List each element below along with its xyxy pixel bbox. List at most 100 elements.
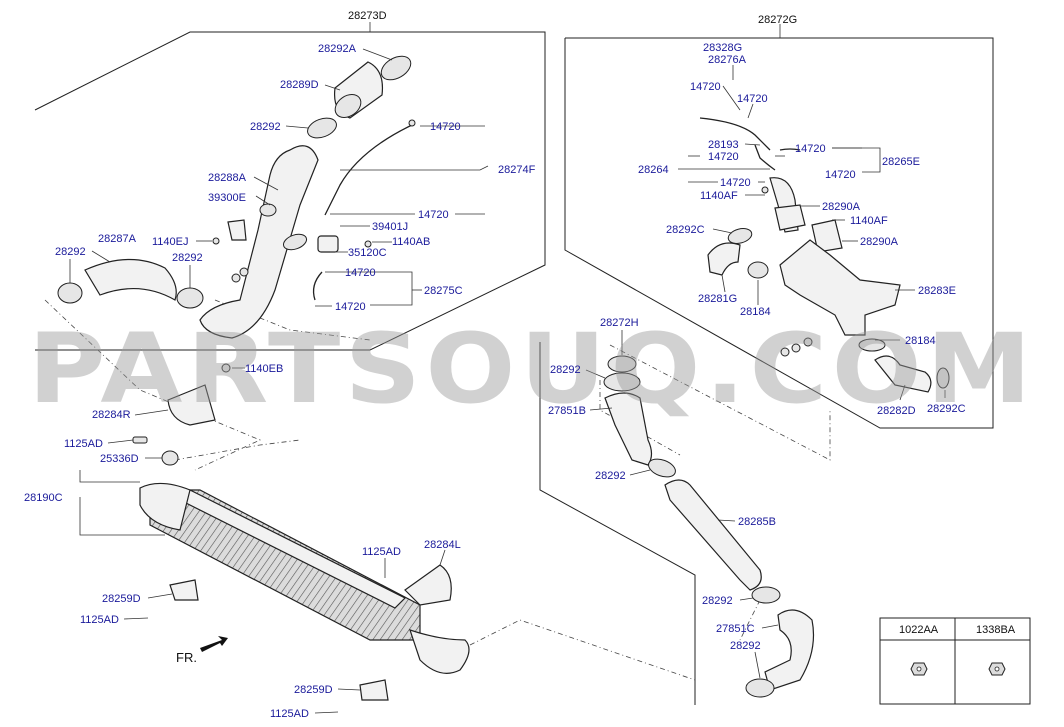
- clamp-28292-left: [57, 282, 83, 304]
- label-1125AD-c[interactable]: 1125AD: [80, 614, 119, 626]
- label-28282D[interactable]: 28282D: [877, 405, 916, 417]
- assembly-frame-28272G: [564, 24, 994, 429]
- label-28265E[interactable]: 28265E: [882, 156, 920, 168]
- bracket-39300E: [227, 219, 247, 241]
- vacuum-line-28274F: [324, 119, 416, 216]
- label-14720-e[interactable]: 14720: [690, 81, 721, 93]
- label-28292-f[interactable]: 28292: [702, 595, 733, 607]
- callout-labels: 28273D 28292A 28289D 28292 14720 28274F …: [24, 10, 1016, 720]
- label-14720-a[interactable]: 14720: [430, 121, 461, 133]
- hose-27851B: [604, 392, 653, 466]
- label-28292-g[interactable]: 28292: [730, 640, 761, 652]
- label-39401J[interactable]: 39401J: [372, 221, 408, 233]
- cap-28272H: [607, 355, 637, 373]
- label-28264[interactable]: 28264: [638, 164, 669, 176]
- label-28292-mid[interactable]: 28292: [172, 252, 203, 264]
- label-28193[interactable]: 28193: [708, 139, 739, 151]
- label-28184-a[interactable]: 28184: [740, 306, 771, 318]
- label-14720-h[interactable]: 14720: [795, 143, 826, 155]
- label-1140EB[interactable]: 1140EB: [245, 363, 283, 375]
- label-28274F[interactable]: 28274F: [498, 164, 536, 176]
- label-1125AD-a[interactable]: 1125AD: [64, 438, 103, 450]
- fr-arrow: [200, 636, 228, 652]
- hose-27851C: [764, 609, 815, 691]
- small-fittings: [212, 233, 372, 373]
- clamp-28292-center-bottom: [745, 678, 775, 698]
- clamp-28292-mid: [176, 287, 204, 309]
- label-39300E[interactable]: 39300E: [208, 192, 246, 204]
- hose-28287A: [84, 258, 177, 301]
- label-28292-e[interactable]: 28292: [595, 470, 626, 482]
- legend-header-1022AA[interactable]: 1022AA: [899, 624, 939, 636]
- label-28328G[interactable]: 28328G: [703, 42, 742, 54]
- hose-28281G: [707, 242, 741, 276]
- label-14720-i[interactable]: 14720: [825, 169, 856, 181]
- label-28292C-b[interactable]: 28292C: [927, 403, 966, 415]
- label-28184-b[interactable]: 28184: [905, 335, 936, 347]
- label-28275C[interactable]: 28275C: [424, 285, 463, 297]
- watermark: PARTSOUQ.COM: [28, 313, 1036, 425]
- label-14720-f[interactable]: 14720: [737, 93, 768, 105]
- label-28290A-b[interactable]: 28290A: [860, 236, 899, 248]
- label-27851B[interactable]: 27851B: [548, 405, 586, 417]
- label-28285B[interactable]: 28285B: [738, 516, 776, 528]
- label-14720-c[interactable]: 14720: [345, 267, 376, 279]
- label-28292A[interactable]: 28292A: [318, 43, 357, 55]
- clamp-28292-center-mid: [648, 458, 676, 478]
- label-28283E[interactable]: 28283E: [918, 285, 956, 297]
- gasket-28184-lower: [858, 338, 886, 352]
- label-1140AF-a[interactable]: 1140AF: [700, 190, 738, 202]
- bolt-1125AD-upper: [132, 436, 148, 444]
- label-28259D-a[interactable]: 28259D: [102, 593, 141, 605]
- label-1140AF-b[interactable]: 1140AF: [850, 215, 888, 227]
- bracket-28259D-lower: [359, 679, 389, 701]
- label-14720-b[interactable]: 14720: [418, 209, 449, 221]
- label-1125AD-b[interactable]: 1125AD: [362, 546, 401, 558]
- nut-1022AA-icon: [910, 662, 928, 676]
- label-28284R[interactable]: 28284R: [92, 409, 131, 421]
- label-28190C[interactable]: 28190C: [24, 492, 63, 504]
- label-28289D[interactable]: 28289D: [280, 79, 319, 91]
- label-28284L[interactable]: 28284L: [424, 539, 461, 551]
- pipe-28285B: [664, 479, 762, 591]
- label-14720-d[interactable]: 14720: [335, 301, 366, 313]
- label-28292-upper[interactable]: 28292: [250, 121, 281, 133]
- legend-header-1338BA[interactable]: 1338BA: [976, 624, 1016, 636]
- bracket-28284L: [404, 564, 452, 606]
- label-14720-g[interactable]: 14720: [708, 151, 739, 163]
- label-1125AD-d[interactable]: 1125AD: [270, 708, 309, 720]
- label-28287A[interactable]: 28287A: [98, 233, 137, 245]
- label-28276A[interactable]: 28276A: [708, 54, 747, 66]
- clamp-28184-upper: [747, 261, 769, 279]
- grommet-25336D: [161, 450, 179, 466]
- label-28272H[interactable]: 28272H: [600, 317, 639, 329]
- label-27851C[interactable]: 27851C: [716, 623, 755, 635]
- hose-28282D: [874, 355, 932, 393]
- label-28292-left[interactable]: 28292: [55, 246, 86, 258]
- label-25336D[interactable]: 25336D: [100, 453, 139, 465]
- label-28292-d[interactable]: 28292: [550, 364, 581, 376]
- label-14720-j[interactable]: 14720: [720, 177, 751, 189]
- label-28288A[interactable]: 28288A: [208, 172, 247, 184]
- intercooler-28190C: [139, 482, 470, 674]
- small-nuts-right: [780, 337, 813, 357]
- valve-28290A: [774, 204, 843, 253]
- label-28292C-a[interactable]: 28292C: [666, 224, 705, 236]
- fastener-legend-table: [879, 617, 1031, 705]
- label-28290A-a[interactable]: 28290A: [822, 201, 861, 213]
- label-28273D[interactable]: 28273D: [348, 10, 387, 22]
- housing-28283E: [779, 239, 901, 336]
- label-1140EJ[interactable]: 1140EJ: [152, 236, 189, 248]
- label-28259D-b[interactable]: 28259D: [294, 684, 333, 696]
- label-28281G[interactable]: 28281G: [698, 293, 737, 305]
- clamp-28292-center-upper: [603, 372, 641, 392]
- label-28272G[interactable]: 28272G: [758, 14, 797, 26]
- label-1140AB[interactable]: 1140AB: [392, 236, 430, 248]
- assembly-frame-center: [539, 342, 696, 705]
- clamp-28292-upper: [307, 117, 337, 139]
- sensor-35120C: [317, 235, 339, 253]
- clamp-28292C-lower: [936, 367, 950, 389]
- hose-28275C: [312, 271, 323, 301]
- clamp-28292-center-low: [751, 586, 781, 604]
- label-35120C[interactable]: 35120C: [348, 247, 387, 259]
